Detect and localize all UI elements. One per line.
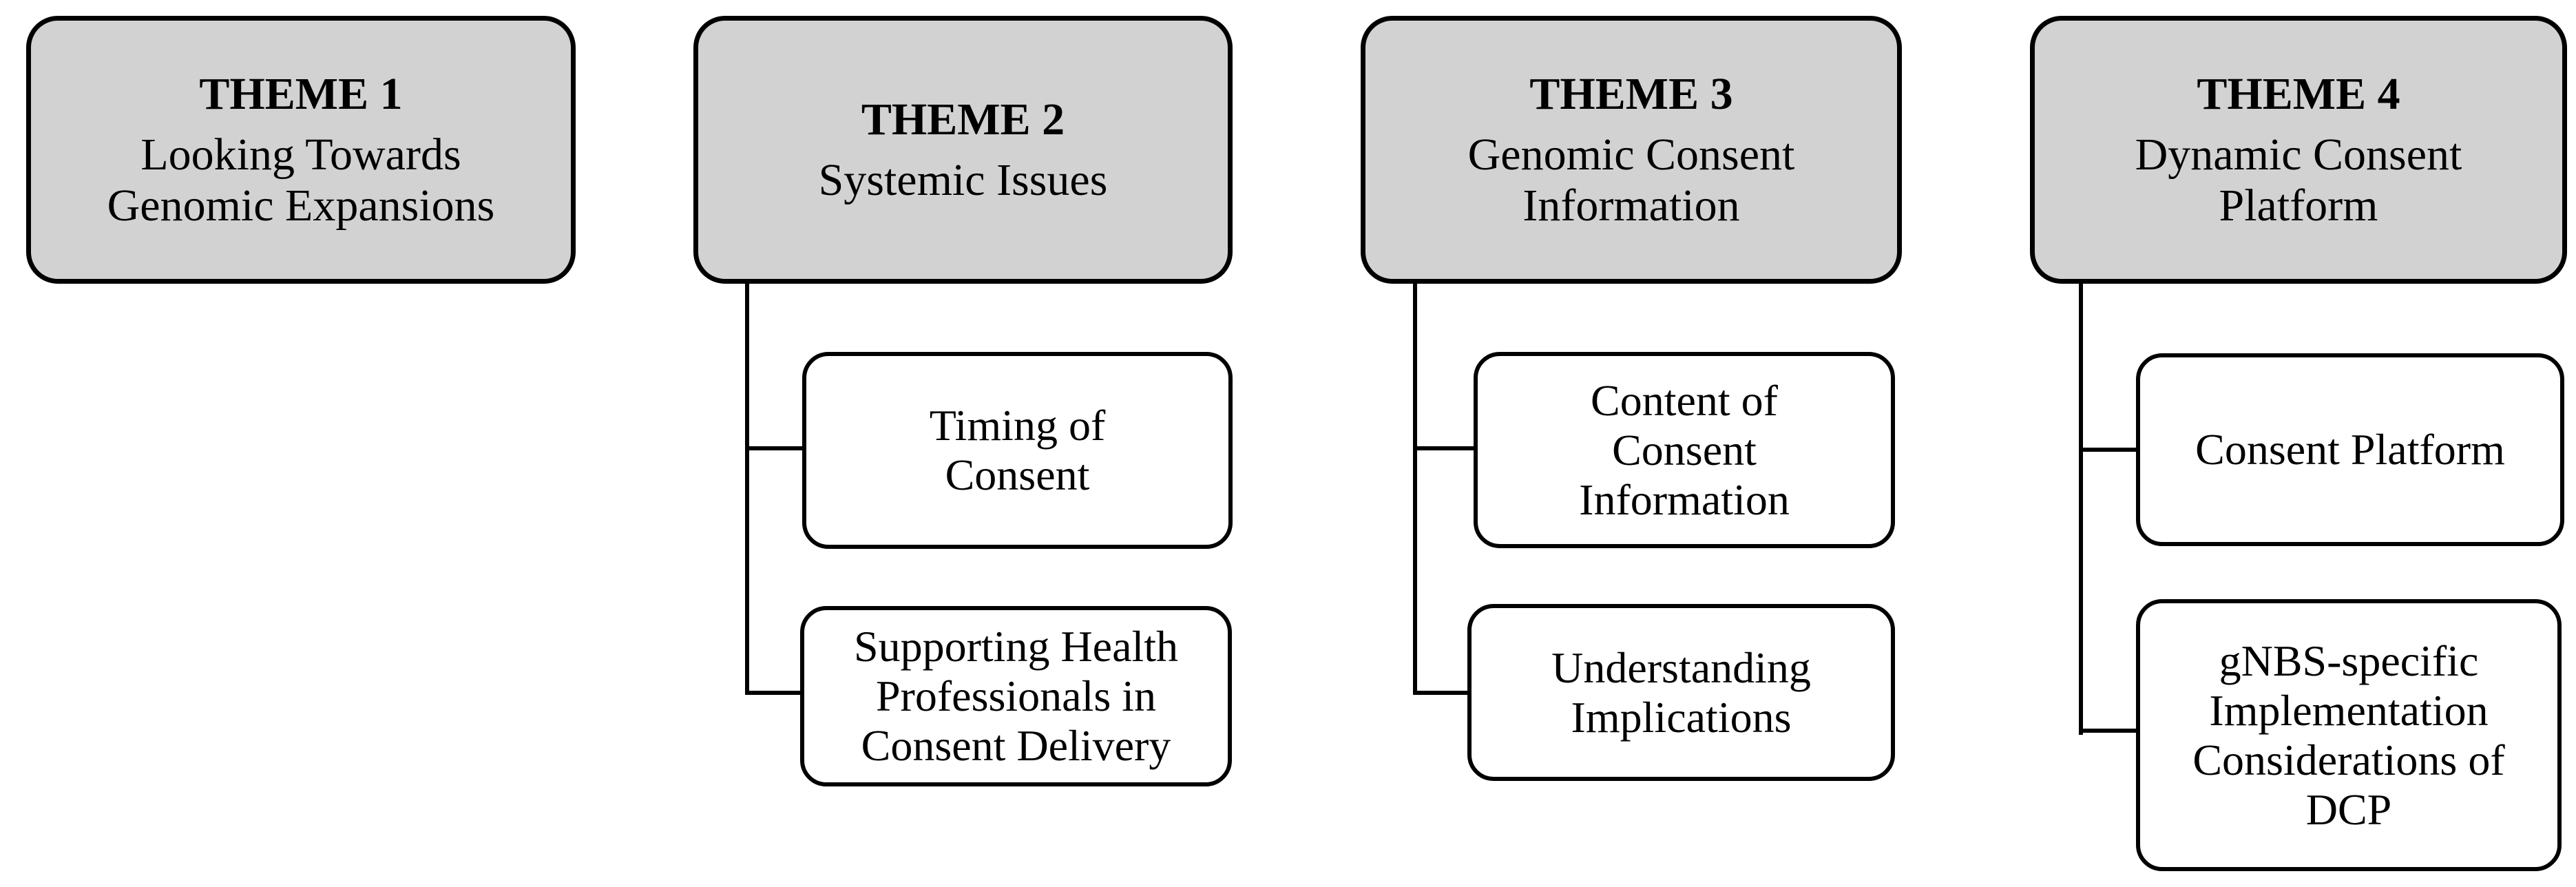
theme-3-box: THEME 3 Genomic Consent Information <box>1361 16 1902 284</box>
subtheme-supporting-health-professionals-box: Supporting Health Professionals in Conse… <box>800 606 1232 786</box>
connector-theme3-stub-content-of-consent <box>1413 446 1476 450</box>
theme-1-subtitle: Looking Towards Genomic Expansions <box>107 129 495 231</box>
theme-1-box: THEME 1 Looking Towards Genomic Expansio… <box>26 16 576 284</box>
connector-theme2-stub-timing-of-consent <box>745 446 804 450</box>
subtheme-timing-of-consent-label: Timing of Consent <box>929 401 1106 499</box>
subtheme-content-of-consent-information-label: Content of Consent Information <box>1579 375 1790 524</box>
subtheme-gnbs-specific-implementation-box: gNBS-specific Implementation Considerati… <box>2136 599 2562 871</box>
connector-theme4-stub-consent-platform <box>2079 448 2138 452</box>
connector-theme3-stub-understanding-implications <box>1413 691 1469 695</box>
connector-theme4-vertical-line <box>2079 282 2083 735</box>
subtheme-gnbs-specific-implementation-label: gNBS-specific Implementation Considerati… <box>2192 636 2505 834</box>
theme-2-box: THEME 2 Systemic Issues <box>693 16 1233 284</box>
subtheme-understanding-implications-label: Understanding Implications <box>1551 643 1811 742</box>
theme-3-subtitle: Genomic Consent Information <box>1467 129 1795 231</box>
theme-2-subtitle: Systemic Issues <box>818 154 1108 205</box>
theme-4-box: THEME 4 Dynamic Consent Platform <box>2030 16 2567 284</box>
subtheme-understanding-implications-box: Understanding Implications <box>1467 604 1895 781</box>
theme-4-subtitle: Dynamic Consent Platform <box>2135 129 2462 231</box>
connector-theme3-vertical-line <box>1413 282 1417 695</box>
theme-2-title: THEME 2 <box>861 94 1065 145</box>
subtheme-content-of-consent-information-box: Content of Consent Information <box>1474 352 1895 548</box>
theme-1-title: THEME 1 <box>199 68 403 119</box>
connector-theme2-stub-supporting-health <box>745 691 802 695</box>
theme-4-title: THEME 4 <box>2197 68 2400 119</box>
subtheme-timing-of-consent-box: Timing of Consent <box>802 352 1233 549</box>
connector-theme2-vertical-line <box>745 282 749 695</box>
theme-3-title: THEME 3 <box>1529 68 1733 119</box>
subtheme-consent-platform-label: Consent Platform <box>2195 425 2505 474</box>
connector-theme4-stub-gnbs-specific <box>2079 729 2138 733</box>
subtheme-supporting-health-professionals-label: Supporting Health Professionals in Conse… <box>853 622 1179 770</box>
subtheme-consent-platform-box: Consent Platform <box>2136 353 2564 546</box>
